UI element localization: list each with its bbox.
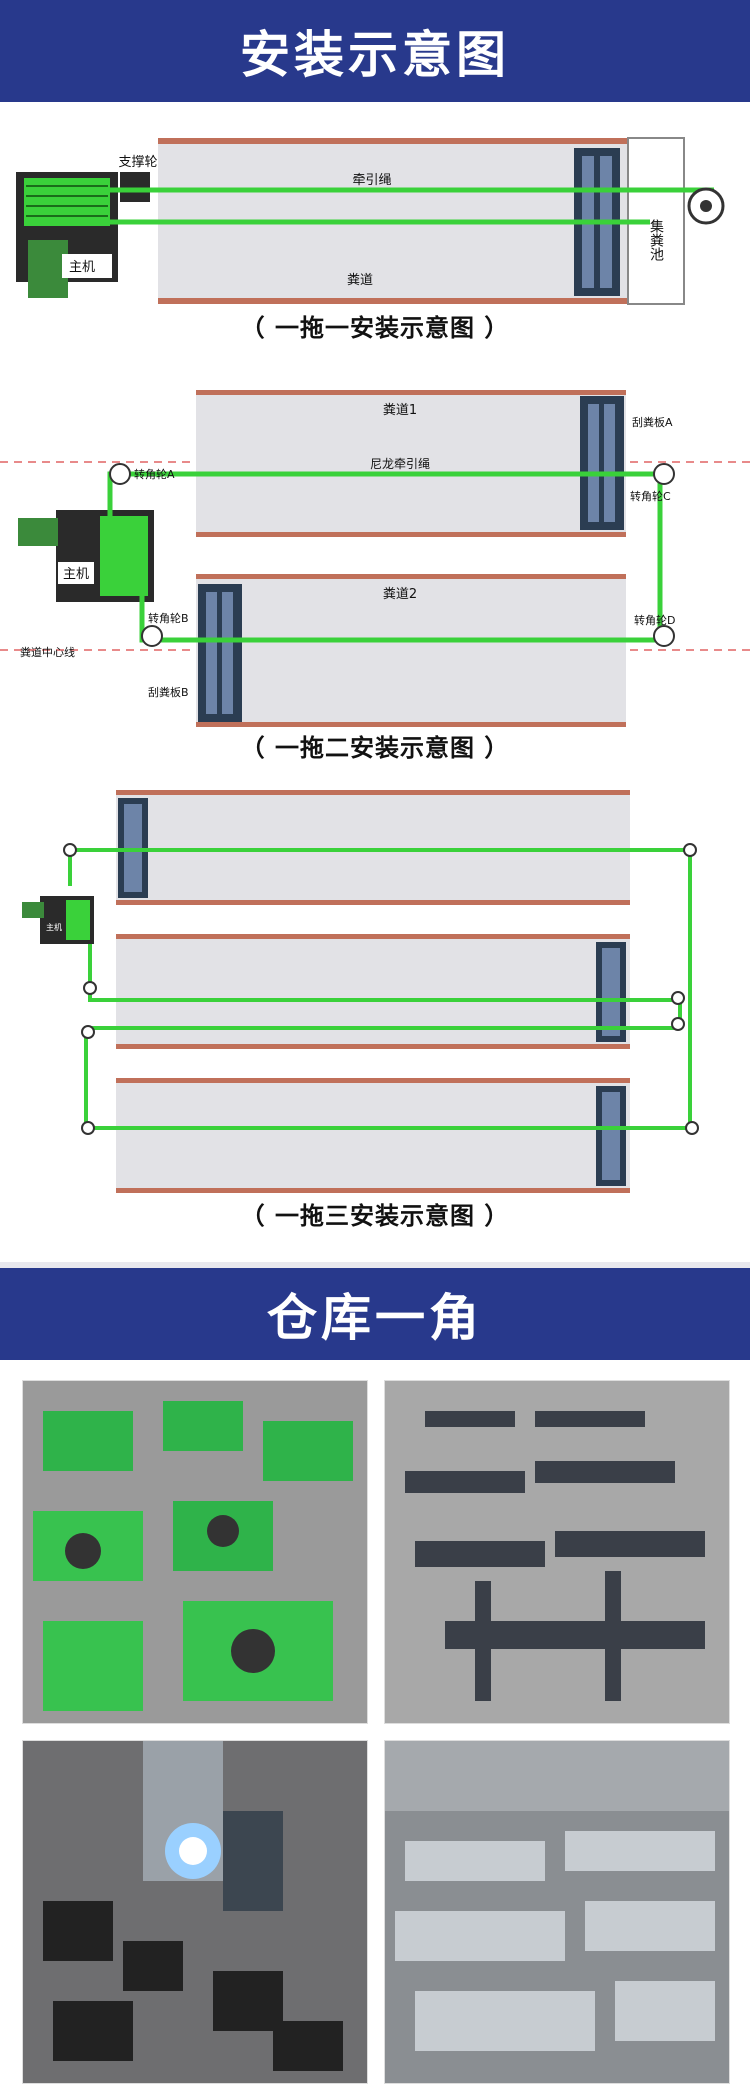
corner-wheel-6 bbox=[81, 1025, 95, 1039]
wheel-c-label: 转角轮C bbox=[630, 489, 671, 503]
corner-wheel-4 bbox=[671, 991, 685, 1005]
collector-label: 集粪池 bbox=[648, 218, 664, 261]
corner-wheel-2 bbox=[683, 843, 697, 857]
corner-wheel-7 bbox=[81, 1121, 95, 1135]
channel-edge-bottom bbox=[158, 298, 628, 304]
caption-one-to-two: （ 一拖二安装示意图 ） bbox=[240, 734, 510, 762]
diagram-one-to-two: 粪道1 粪道2 主机 转角轮A 转角轮B 转角轮C 转角轮D 刮粪板A 刮粪板B… bbox=[0, 390, 750, 727]
wheel-c bbox=[653, 463, 675, 485]
manure-channel-2 bbox=[196, 576, 626, 724]
installation-diagrams: 集粪池 主机 支撑轮 牵引绳 粪道 粪道1 粪道2 bbox=[0, 137, 750, 1193]
traction-rope-label: 牵引绳 bbox=[352, 173, 391, 188]
support-wheel-label: 支撑轮 bbox=[118, 155, 157, 170]
scraper-b bbox=[198, 584, 242, 722]
host-motor bbox=[28, 240, 68, 298]
wheel-b bbox=[141, 625, 163, 647]
photo-scraper-frames bbox=[384, 1380, 730, 1724]
manure-channel-1 bbox=[196, 392, 626, 534]
install-diagram-banner: 安装示意图 bbox=[0, 0, 750, 102]
channel-edge-top bbox=[158, 138, 628, 144]
channel1-label: 粪道1 bbox=[383, 403, 417, 418]
scraper-a bbox=[580, 396, 624, 530]
wheel-a-label: 转角轮A bbox=[134, 467, 175, 481]
photo-green-machines bbox=[22, 1380, 368, 1724]
support-wheel bbox=[120, 172, 150, 202]
wheel-d bbox=[653, 625, 675, 647]
scraper-a-label: 刮粪板A bbox=[632, 415, 673, 429]
corner-wheel-8 bbox=[685, 1121, 699, 1135]
diagram-one-to-three: 主机 bbox=[22, 790, 699, 1193]
photo-welding-workshop bbox=[22, 1740, 368, 2084]
wheel-b-label: 转角轮B bbox=[148, 611, 189, 625]
corner-wheel-3 bbox=[83, 981, 97, 995]
corner-wheel-5 bbox=[671, 1017, 685, 1031]
host-label-2: 主机 bbox=[63, 567, 89, 582]
photo-galvanized-frames bbox=[384, 1740, 730, 2084]
corner-wheel-1 bbox=[63, 843, 77, 857]
wheel-d-label: 转角轮D bbox=[634, 613, 675, 627]
scraper-b-label: 刮粪板B bbox=[148, 685, 189, 699]
center-line-label: 粪道中心线 bbox=[20, 645, 75, 659]
warehouse-title: 仓库一角 bbox=[267, 1289, 483, 1347]
manure-channel-3a bbox=[116, 792, 630, 902]
caption-one-to-one: （ 一拖一安装示意图 ） bbox=[240, 314, 510, 342]
caption-one-to-three: （ 一拖三安装示意图 ） bbox=[240, 1202, 510, 1230]
channel2-label: 粪道2 bbox=[383, 587, 417, 602]
wheel-a bbox=[109, 463, 131, 485]
warehouse-banner: 仓库一角 bbox=[0, 1268, 750, 1360]
host-label: 主机 bbox=[69, 260, 95, 275]
install-diagram-title: 安装示意图 bbox=[240, 26, 510, 84]
manure-channel-3c bbox=[116, 1080, 630, 1190]
diagram-one-to-one: 集粪池 主机 支撑轮 牵引绳 粪道 bbox=[16, 137, 725, 305]
section-divider bbox=[0, 1262, 750, 1268]
host-label-3: 主机 bbox=[46, 922, 62, 932]
channel-label: 粪道 bbox=[347, 273, 373, 288]
nylon-rope-label: 尼龙牵引绳 bbox=[370, 457, 430, 471]
